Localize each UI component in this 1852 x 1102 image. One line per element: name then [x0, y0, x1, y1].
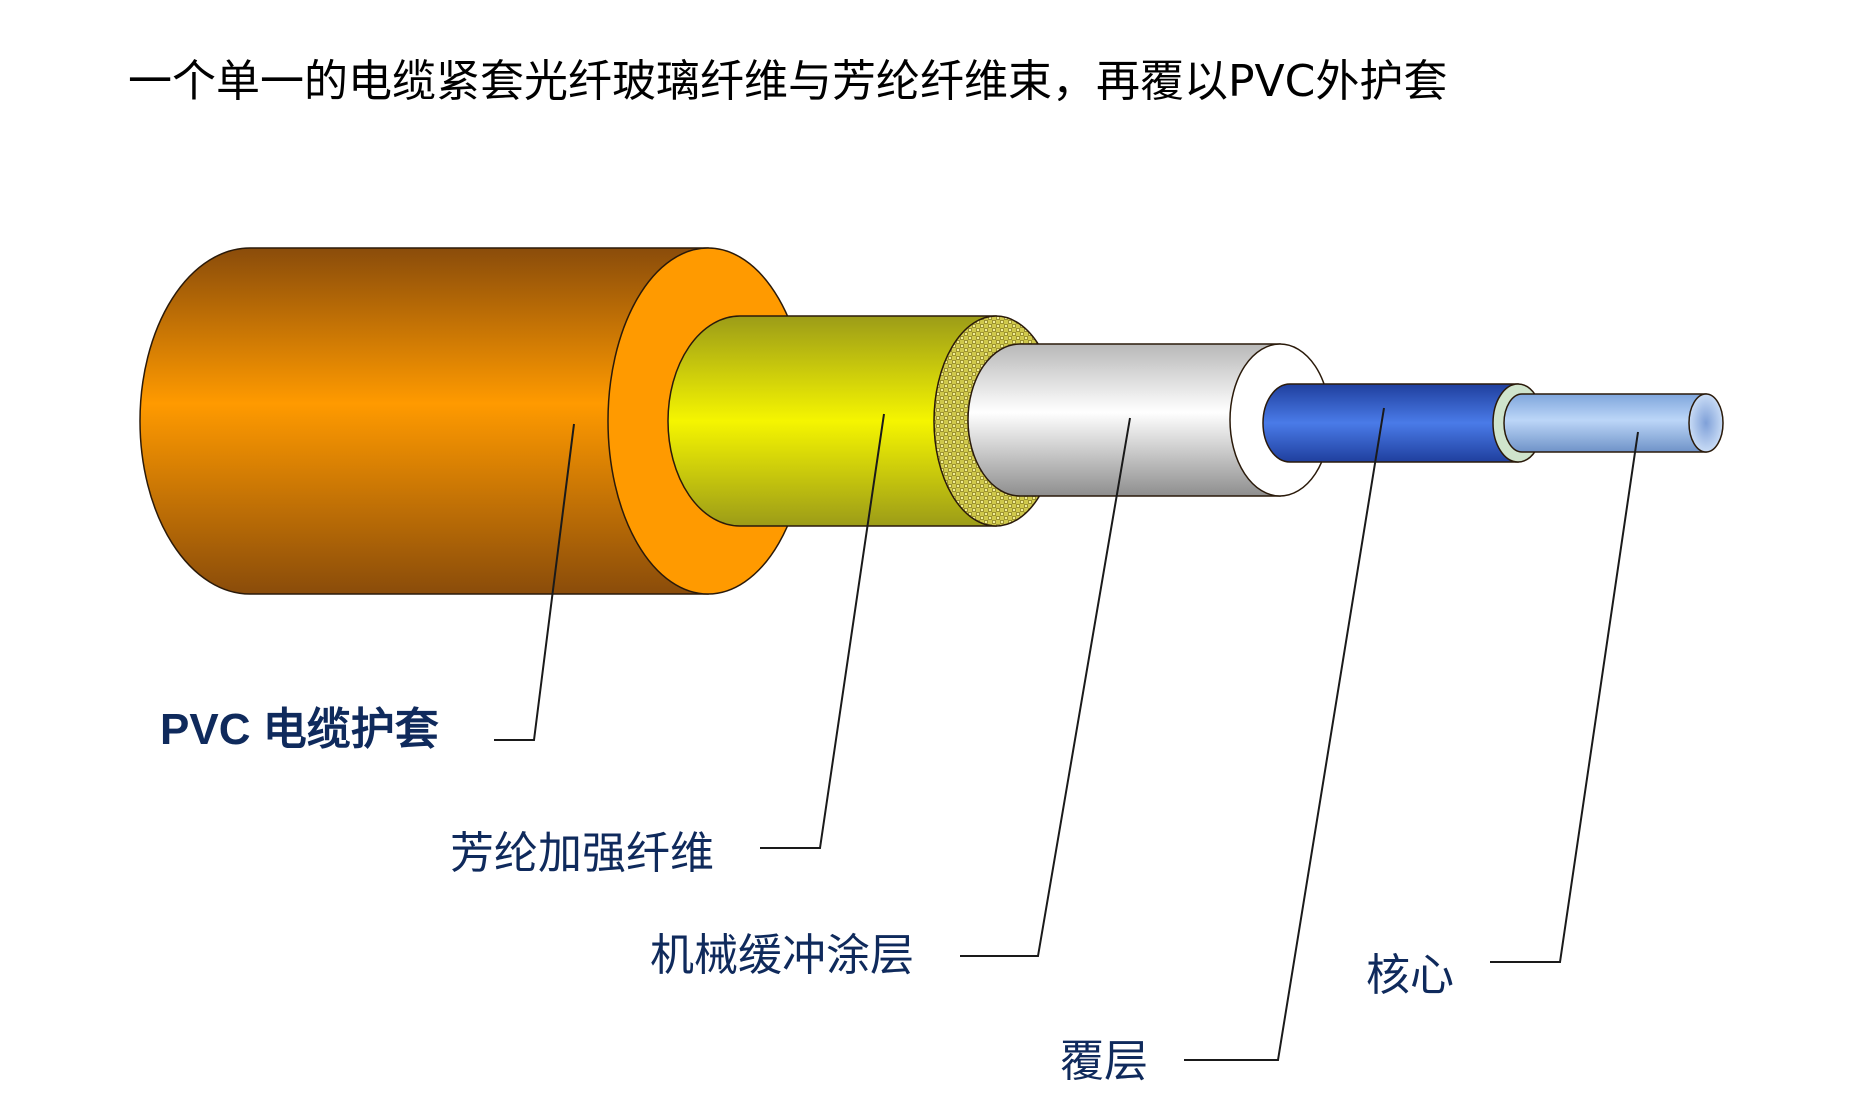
label-buffer-coating: 机械缓冲涂层: [650, 930, 914, 981]
core-fiber: [1503, 393, 1724, 453]
label-pvc-jacket: PVC 电缆护套: [160, 705, 439, 754]
leader-core: [1490, 431, 1639, 963]
leader-pvc-jacket: [494, 423, 575, 741]
cladding-layer: [1262, 383, 1544, 463]
label-cladding: 覆层: [1060, 1036, 1148, 1087]
leader-cladding: [1184, 407, 1385, 1061]
leader-aramid: [760, 413, 885, 849]
leader-buffer: [960, 417, 1131, 957]
label-core: 核心: [1366, 950, 1454, 1001]
page-title: 一个单一的电缆紧套光纤玻璃纤维与芳纶纤维束，再覆以PVC外护套: [128, 56, 1447, 107]
label-aramid-strength: 芳纶加强纤维: [450, 828, 714, 879]
